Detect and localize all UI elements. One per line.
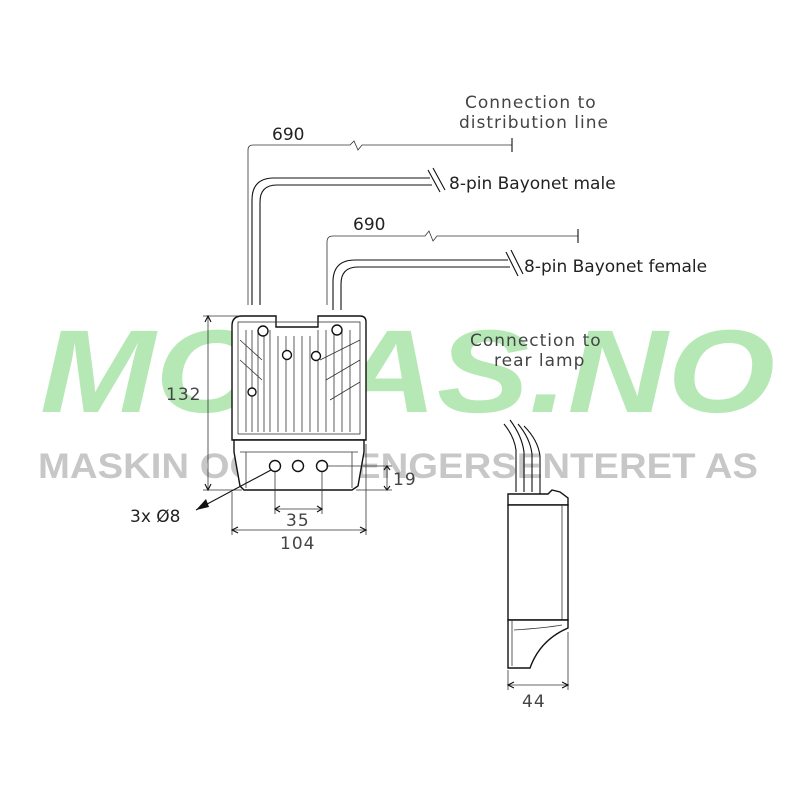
- cooling-fins: [245, 330, 351, 432]
- cable-male-length: 690: [272, 125, 304, 145]
- distribution-label-line2: distribution line: [459, 113, 609, 133]
- dimension-height: [203, 314, 242, 492]
- mounting-hole-center: [291, 459, 305, 473]
- dimension-hole-offset: [326, 465, 392, 491]
- side-view-body: [503, 419, 569, 669]
- cable-female: [326, 229, 579, 310]
- dimension-width: [230, 444, 368, 535]
- cable-female-length: 690: [353, 215, 385, 235]
- dimension-holes-leader: [195, 469, 272, 511]
- width-value: 104: [280, 534, 315, 554]
- height-value: 132: [166, 385, 201, 405]
- distribution-label-line1: Connection to: [465, 93, 597, 113]
- dimension-hole-spacing: [273, 472, 324, 514]
- watermark: MOTAS.NO MASKIN OG TILHENGERSENTERET AS: [38, 306, 775, 486]
- holes-value: 3x Ø8: [130, 507, 180, 527]
- watermark-brand: MOTAS.NO: [40, 306, 775, 438]
- dimension-depth: [506, 632, 570, 690]
- mounting-hole-right: [315, 459, 329, 473]
- front-view-body: [231, 315, 367, 491]
- watermark-tagline: MASKIN OG TILHENGERSENTERET AS: [38, 447, 758, 486]
- hole-offset-value: 19: [393, 470, 417, 490]
- depth-value: 44: [522, 692, 546, 712]
- connector-female-label: 8-pin Bayonet female: [524, 257, 707, 277]
- cable-male: [247, 138, 513, 305]
- rear-lamp-label-line1: Connection to: [470, 331, 602, 351]
- connector-male-label: 8-pin Bayonet male: [449, 174, 616, 194]
- mounting-hole-left: [268, 459, 282, 473]
- hole-spacing-value: 35: [286, 511, 310, 531]
- rear-lamp-label-line2: rear lamp: [494, 351, 585, 371]
